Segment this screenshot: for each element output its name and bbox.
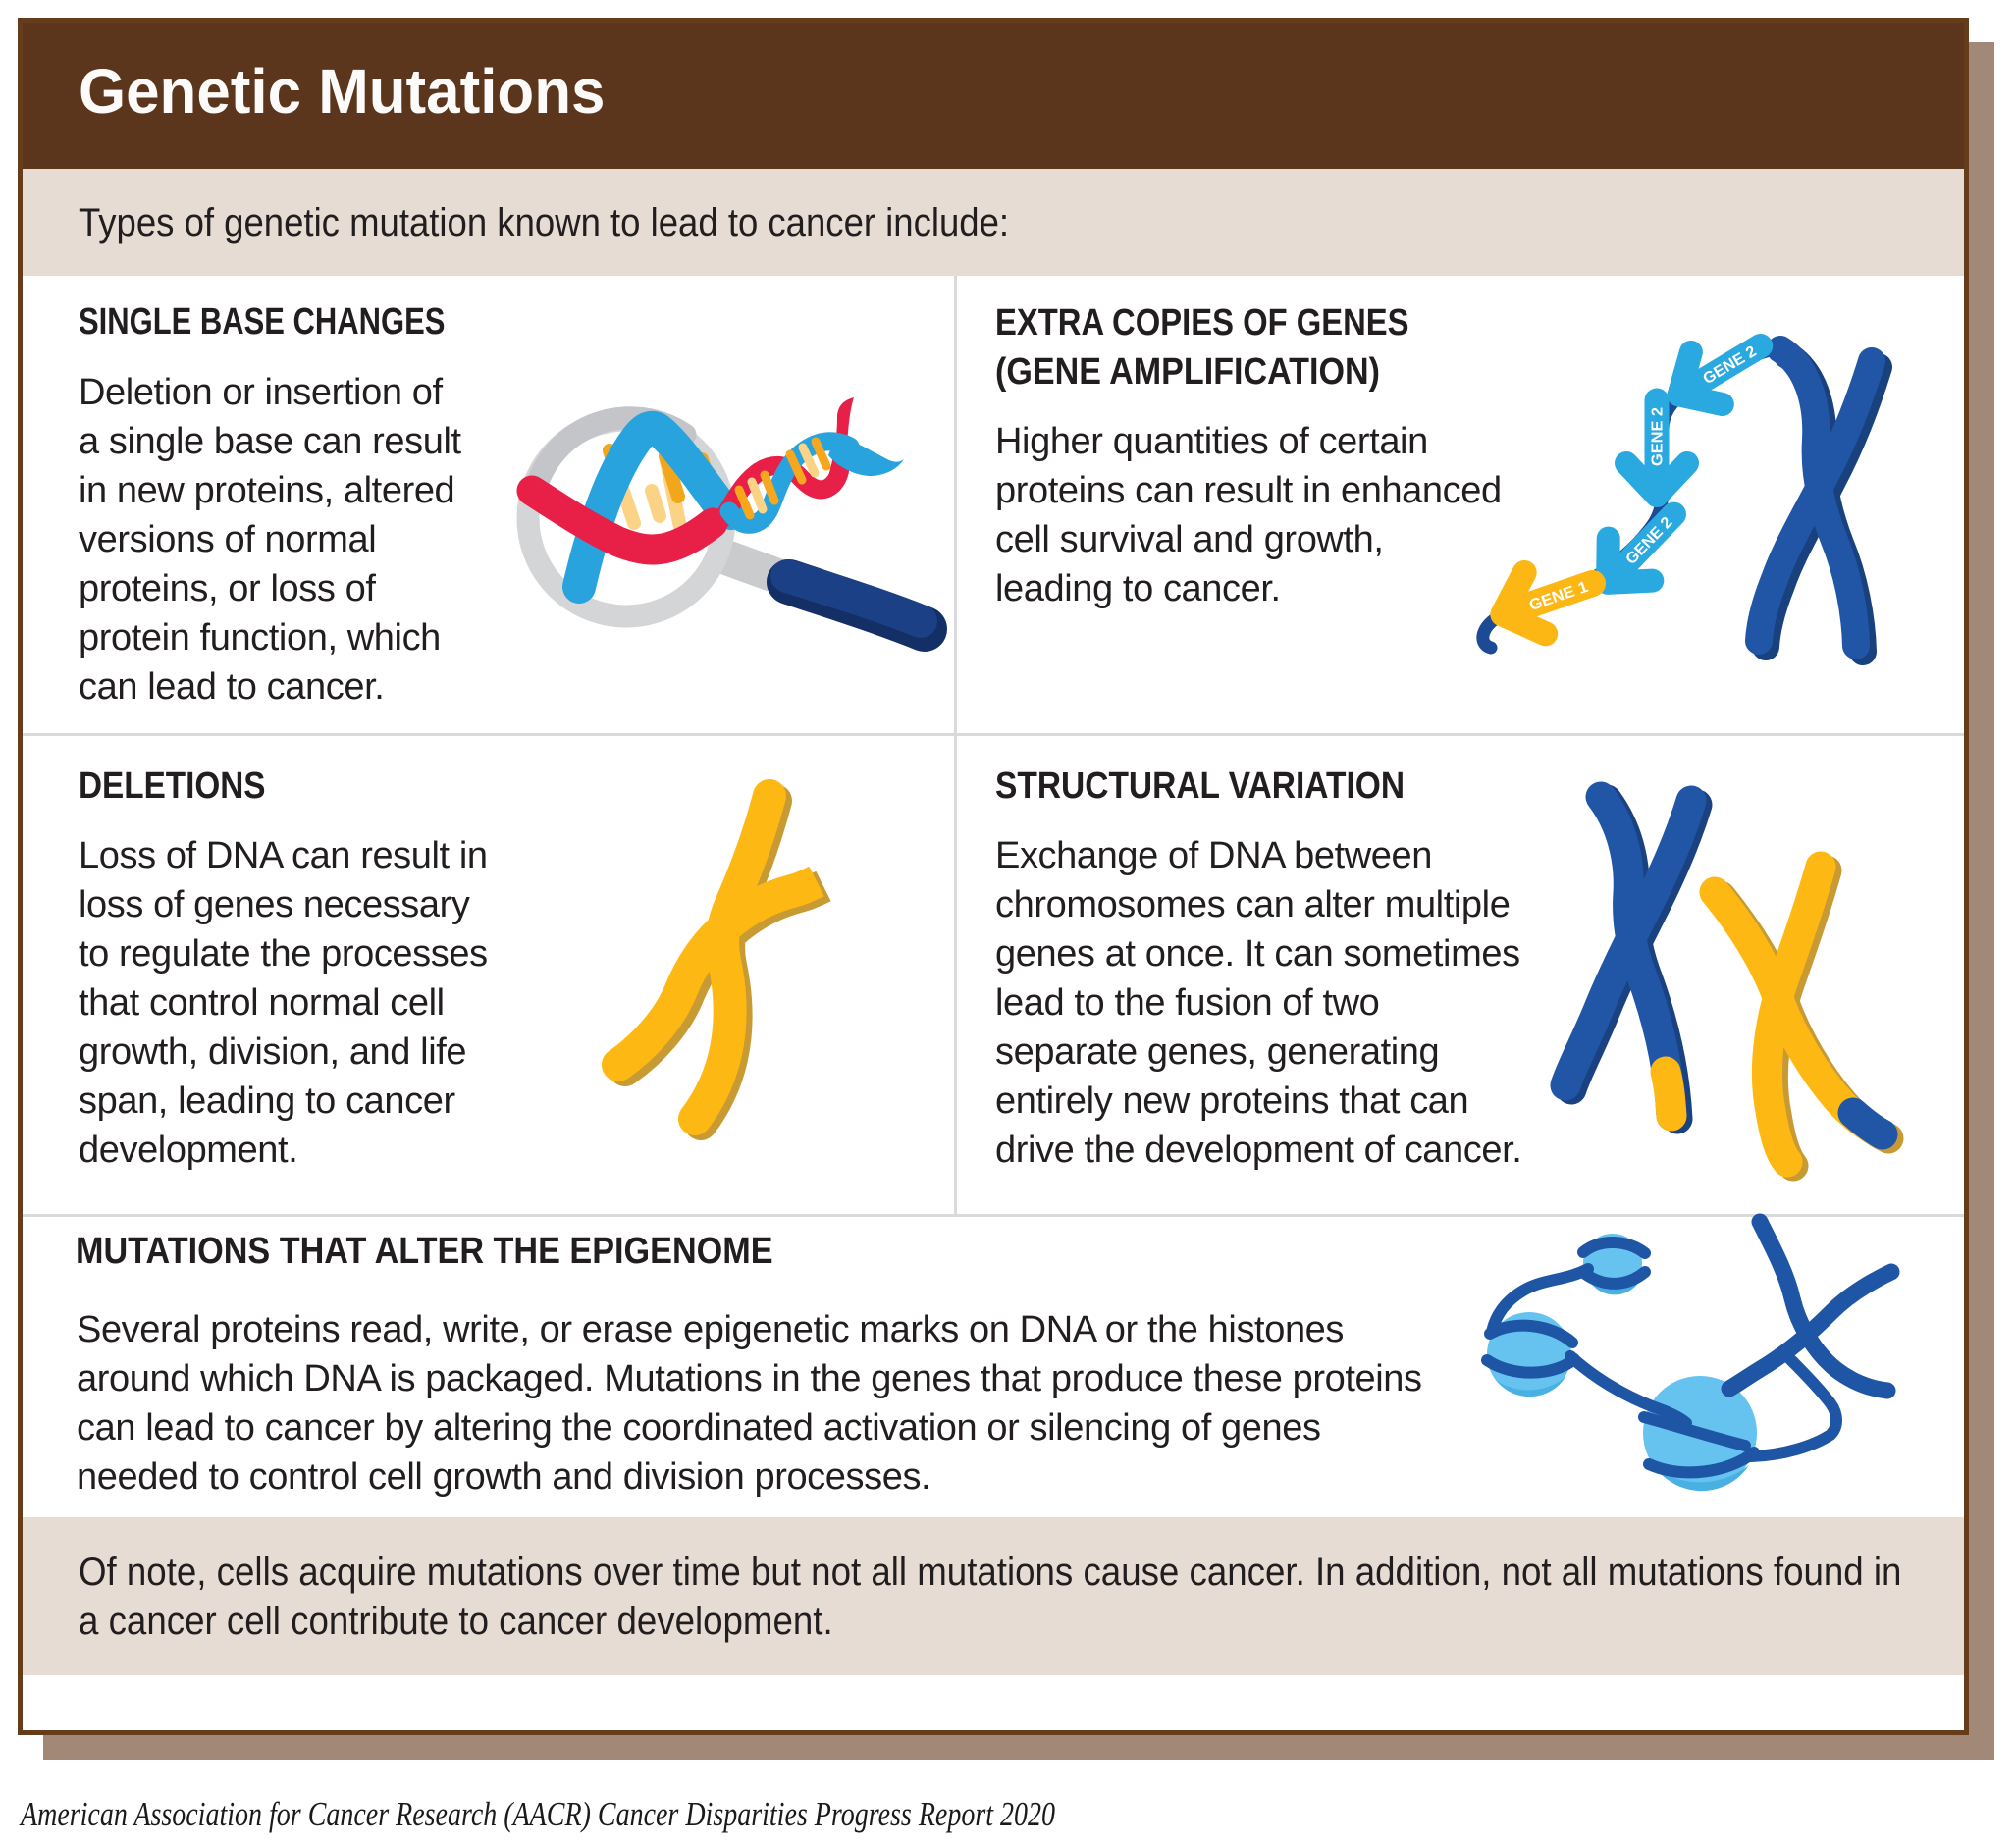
- svg-text:GENE 2: GENE 2: [1650, 407, 1667, 466]
